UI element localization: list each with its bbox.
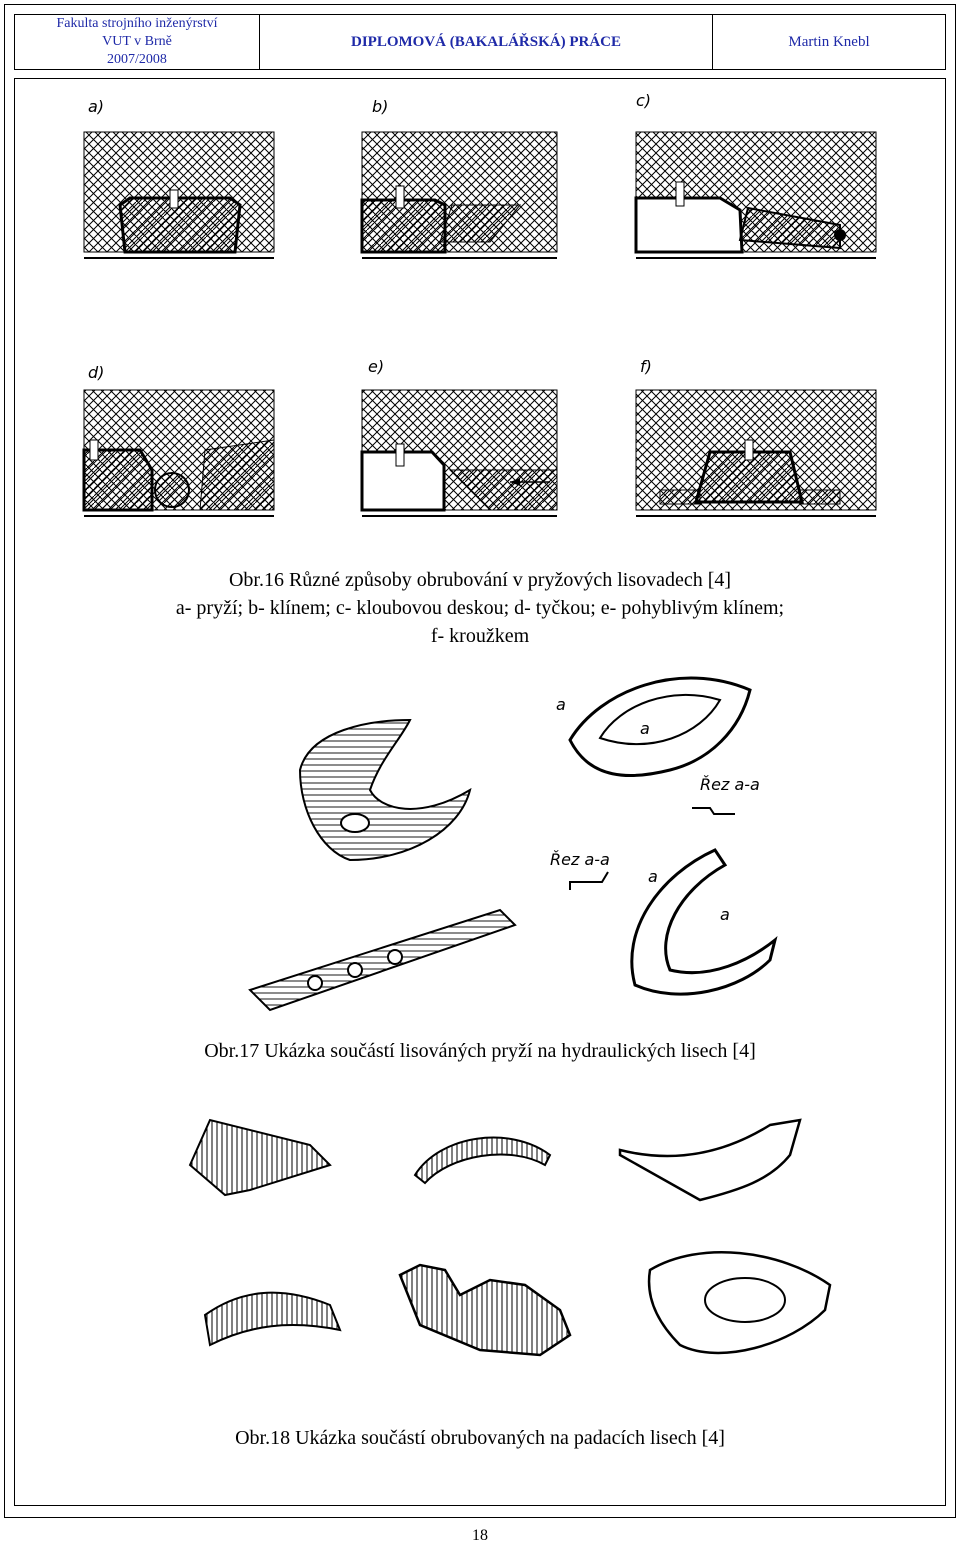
panel-c-label: c) xyxy=(636,91,651,110)
figure-17-illustration: a a Řez a-a Řez a-a a a xyxy=(248,676,778,1012)
fig17-label-rez1: Řez a-a xyxy=(700,775,760,794)
part-u-shape xyxy=(630,848,778,996)
fig17-label-a1: a xyxy=(556,695,566,714)
panel-e-label: e) xyxy=(368,357,384,376)
panel-a-label: a) xyxy=(88,97,104,116)
fig17-label-rez2: Řez a-a xyxy=(550,850,610,869)
panel-d: d) xyxy=(82,363,275,517)
part-long-bar xyxy=(248,908,517,1012)
panel-b-label: b) xyxy=(372,97,388,116)
fig17-label-a4: a xyxy=(720,905,730,924)
page-outer-border xyxy=(4,4,956,1518)
figure-18-illustration xyxy=(188,1118,832,1357)
part-round-cup xyxy=(298,718,472,862)
header-institution: Fakulta strojního inženýrství VUT v Brně… xyxy=(15,15,260,69)
part-ring-plate xyxy=(647,1250,832,1355)
figure-16-caption-line-3: f- kroužkem xyxy=(430,625,530,647)
figure-18-caption: Obr.18 Ukázka součástí obrubovaných na p… xyxy=(235,1427,725,1449)
panel-e: e) xyxy=(360,357,558,517)
fig17-label-a2: a xyxy=(640,719,650,738)
panel-a: a) xyxy=(83,97,275,259)
panel-d-label: d) xyxy=(88,363,104,382)
figure-16-diagram: a) b) c) d) e) xyxy=(82,91,877,517)
content-frame xyxy=(14,78,946,1506)
figure-17-caption: Obr.17 Ukázka součástí lisováných pryží … xyxy=(204,1040,756,1062)
academic-year: 2007/2008 xyxy=(107,52,167,67)
part-arched-plate xyxy=(413,1136,552,1185)
part-hooked-plate xyxy=(398,1263,572,1357)
page-number: 18 xyxy=(472,1527,488,1544)
part-curved-strip xyxy=(203,1291,342,1347)
figure-16-caption-line-2: a- pryží; b- klínem; c- kloubovou deskou… xyxy=(175,597,785,619)
part-horned-plate xyxy=(618,1118,802,1202)
institution-city: VUT v Brně xyxy=(102,34,172,49)
header-author: Martin Knebl xyxy=(788,33,870,50)
institution-name: Fakulta strojního inženýrství xyxy=(56,16,218,31)
panel-b: b) xyxy=(360,97,558,259)
part-bent-bracket xyxy=(188,1118,332,1197)
panel-f: f) xyxy=(635,357,877,517)
part-oval-frame xyxy=(568,676,752,778)
figure-16-caption-line-1: Obr.16 Různé způsoby obrubování v pryžov… xyxy=(228,569,732,591)
panel-c: c) xyxy=(634,91,877,259)
header-document-type: DIPLOMOVÁ (BAKALÁŘSKÁ) PRÁCE xyxy=(260,15,713,69)
page-header: Fakulta strojního inženýrství VUT v Brně… xyxy=(14,14,946,70)
panel-f-label: f) xyxy=(640,357,652,376)
fig17-label-a3: a xyxy=(648,867,658,886)
